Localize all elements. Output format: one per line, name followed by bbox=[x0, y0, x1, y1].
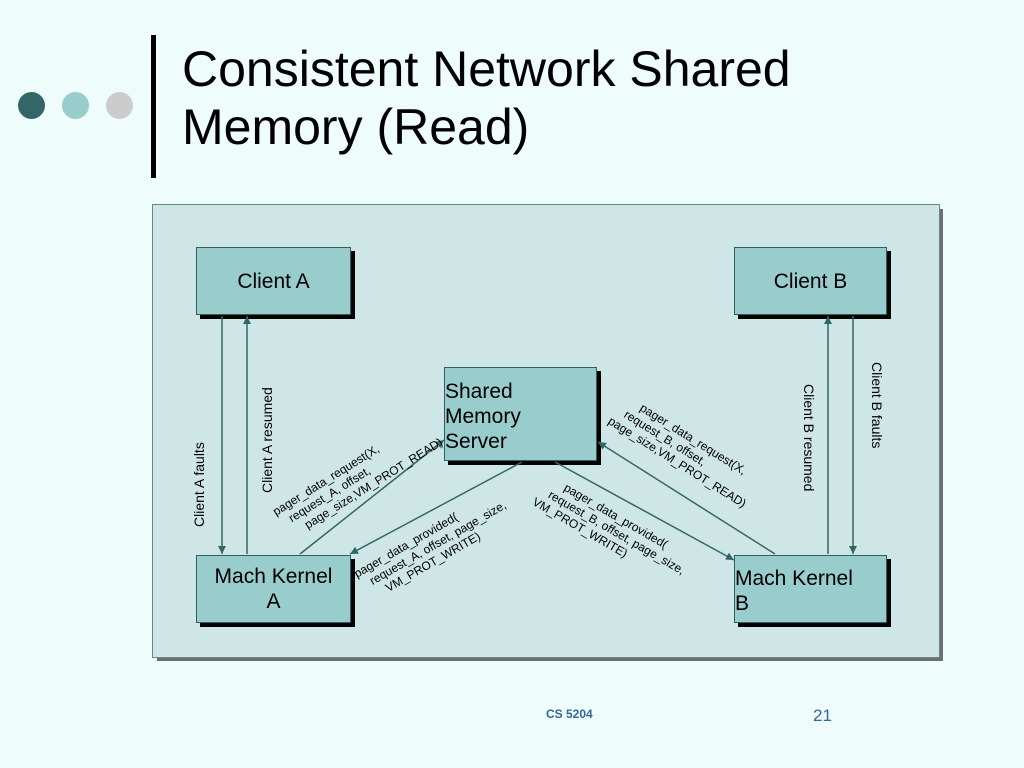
title-line-2: Memory (Read) bbox=[182, 99, 530, 155]
dot-dark bbox=[18, 92, 45, 119]
kernel-a-label-line-1: Mach Kernel bbox=[214, 565, 333, 588]
title-line-1: Consistent Network Shared bbox=[182, 41, 791, 97]
request-a-label: pager_data_request(X, request_A, offset,… bbox=[270, 435, 445, 532]
slide-title: Consistent Network Shared Memory (Read) bbox=[182, 40, 1002, 156]
client-b-resumed-label: Client B resumed bbox=[801, 384, 817, 491]
provided-b-arrow bbox=[554, 461, 735, 561]
dot-light bbox=[62, 92, 89, 119]
kernel-a-label-line-2: A bbox=[266, 590, 281, 613]
provided-a-label: pager_data_provided( request_A, offset, … bbox=[352, 498, 509, 595]
client-b-label: Client B bbox=[773, 269, 848, 293]
slide-number: 21 bbox=[813, 706, 832, 725]
client-a-faults-label: Client A faults bbox=[191, 442, 207, 527]
shared-memory-server-node: Shared Memory Server bbox=[444, 367, 597, 461]
request-b-label: pager_data_request(X, request_B, offset,… bbox=[606, 401, 749, 511]
client-a-label: Client A bbox=[237, 269, 310, 293]
request-a-arrow bbox=[299, 439, 445, 555]
provided-a-arrow bbox=[349, 461, 523, 555]
dot-gray bbox=[106, 92, 133, 119]
kernel-b-label-line-2: B bbox=[735, 592, 750, 615]
client-a-node: Client A bbox=[196, 247, 351, 315]
provided-b-label: pager_data_provided( request_B, offset, … bbox=[530, 480, 687, 578]
client-a-resumed-label: Client A resumed bbox=[259, 387, 275, 493]
kernel-b-label-line-1: Mach Kernel bbox=[735, 567, 853, 590]
mach-kernel-b-node: Mach Kernel B bbox=[734, 555, 887, 623]
request-b-arrow bbox=[597, 441, 776, 555]
footer-course: CS 5204 bbox=[546, 707, 593, 721]
mach-kernel-a-node: Mach Kernel A bbox=[196, 555, 351, 623]
provided-a-line-2: request_A, offset, page_size, bbox=[367, 498, 508, 588]
client-b-node: Client B bbox=[734, 247, 887, 315]
server-label-line-1: Shared bbox=[445, 379, 513, 403]
provided-b-line-2: request_B, offset, page_size, bbox=[546, 488, 687, 578]
server-label-line-2: Memory bbox=[445, 404, 521, 428]
title-divider bbox=[151, 35, 156, 178]
client-b-faults-label: Client B faults bbox=[869, 362, 885, 448]
server-label-line-3: Server bbox=[445, 429, 507, 453]
